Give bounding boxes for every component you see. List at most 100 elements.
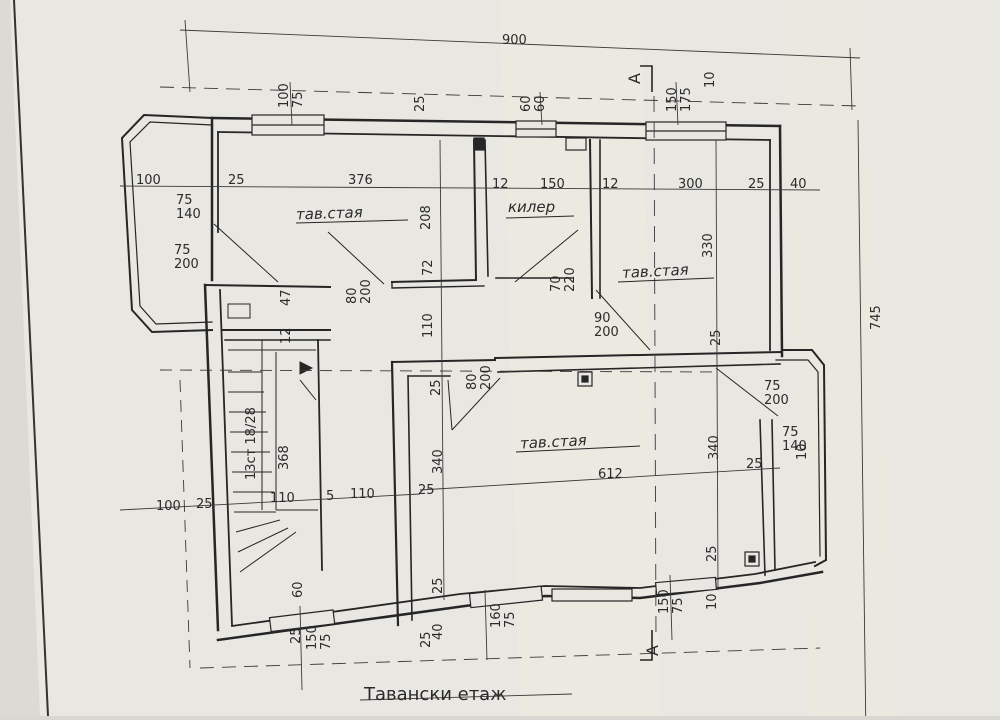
dim-12-a: 12	[492, 177, 509, 192]
dim-72: 72	[421, 259, 436, 276]
dim-overall-height: 745	[869, 305, 884, 330]
dim-80-200-a: 80200	[345, 279, 374, 304]
dim-10-right: 10	[795, 443, 810, 460]
dim-612: 612	[598, 467, 623, 482]
bay-window-left	[120, 113, 214, 334]
stair-length-label: 368	[277, 445, 292, 470]
dim-25-a: 25	[228, 173, 245, 188]
dim-300: 300	[678, 177, 703, 192]
door-swing-5	[447, 379, 453, 431]
dim-110-a: 110	[270, 491, 295, 506]
dim-25-h: 25	[431, 577, 446, 594]
stair-label: 13ст 18/28	[244, 407, 259, 480]
window-bottom-3	[551, 588, 633, 602]
bay-window-right	[781, 349, 828, 568]
section-line-top	[159, 86, 861, 107]
dim-340-a: 340	[431, 449, 446, 474]
dim-100-left: 100	[136, 173, 161, 188]
vent-symbol-1	[473, 137, 485, 151]
dim-line-overall-width	[179, 29, 861, 59]
dim-40: 40	[790, 177, 807, 192]
dim-w150-175: 150175	[665, 87, 694, 112]
dim-25-d: 25	[429, 379, 444, 396]
wall-bottom-room-left	[390, 360, 400, 627]
dim-160-75: 16075	[489, 603, 518, 628]
door-swing-6	[715, 367, 779, 417]
dim-12-b: 12	[602, 177, 619, 192]
stair-treads	[228, 340, 318, 573]
storage-label: килер	[508, 198, 555, 216]
dim-376: 376	[348, 173, 373, 188]
dim-340-b: 340	[707, 435, 722, 460]
dim-70-220: 70220	[549, 267, 578, 292]
stair-inner-wall	[317, 339, 323, 571]
section-cut-line	[653, 95, 657, 641]
dimension-lines	[119, 19, 867, 720]
chimney-symbol	[227, 303, 251, 319]
dim-25-bottom-left: 25	[289, 627, 304, 644]
dim-25-e: 25	[746, 457, 763, 472]
dim-line-row1	[119, 185, 821, 191]
section-mark-top: A	[625, 73, 644, 84]
title-underline	[359, 693, 573, 701]
dim-w100-75: 10075	[277, 83, 306, 108]
dim-10-top: 10	[703, 71, 718, 88]
dim-25-g: 25	[418, 483, 435, 498]
room-labels: тав.стая килер тав.стая тав.стая	[296, 198, 715, 453]
drawing-title: Тавански етаж	[363, 684, 506, 705]
dim-208: 208	[419, 205, 434, 230]
sheet-border-line	[13, 0, 49, 717]
dim-25-i: 25	[705, 545, 720, 562]
dim-line-overall-height	[857, 119, 867, 720]
dim-25-b: 25	[748, 177, 765, 192]
door-swing-1	[213, 223, 279, 283]
dim-80-200-b: 80200	[465, 365, 494, 390]
wall-middle	[493, 350, 784, 360]
dim-25-j: 25	[419, 631, 434, 648]
dim-w60-60: 6060	[519, 95, 548, 112]
small-symbols	[473, 137, 760, 567]
window-bottom-1	[268, 609, 336, 633]
room-label-bottom: тав.стая	[520, 431, 588, 452]
dim-line-row2	[119, 493, 421, 511]
windows-group	[251, 114, 727, 633]
dim-40-bottom: 40	[431, 623, 446, 640]
section-line-mid	[159, 369, 721, 373]
dim-330: 330	[701, 233, 716, 258]
dim-25-f: 25	[196, 497, 213, 512]
staircase	[227, 303, 318, 573]
wall-storage-right	[588, 138, 594, 300]
dim-25-c: 25	[709, 329, 724, 346]
dim-47: 47	[279, 289, 294, 306]
door-swing-4	[595, 289, 651, 351]
outer-wall-left-lower	[203, 283, 220, 632]
door-swing-2	[327, 231, 385, 285]
vent-symbol-2	[565, 137, 587, 151]
wall-room-left	[390, 138, 478, 284]
dim-5: 5	[326, 489, 334, 504]
room-label-left: тав.стая	[296, 203, 363, 223]
paper-fold-strip	[500, 0, 660, 716]
dim-150-75-a: 15075	[305, 625, 334, 650]
section-marks: A A	[625, 65, 662, 661]
dim-150-75-b: 15075	[657, 589, 686, 614]
dim-100-left-lower: 100	[156, 499, 181, 514]
dim-line-612	[419, 467, 781, 491]
dim-10-bottom: 10	[705, 593, 720, 610]
outer-wall-right-upper	[778, 124, 784, 358]
door-swings	[213, 223, 779, 431]
stair-arrow-icon	[299, 361, 314, 375]
dim-25-top: 25	[413, 95, 428, 112]
window-bottom-2	[468, 585, 544, 609]
dim-12-c: 12	[279, 327, 294, 344]
dim-60: 60	[291, 581, 306, 598]
dim-110-b: 110	[350, 487, 375, 502]
